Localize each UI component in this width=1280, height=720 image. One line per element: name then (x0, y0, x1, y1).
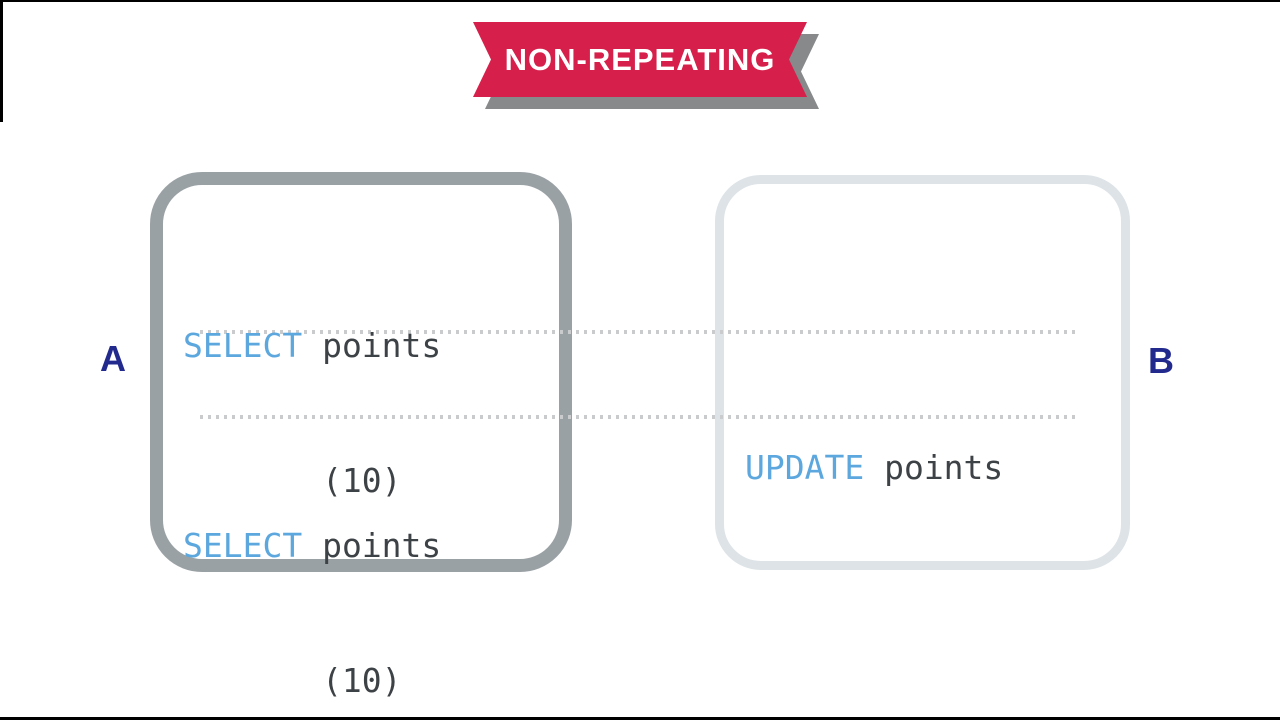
letterbox-left (0, 0, 3, 122)
sql-statement-select-1: SELECT points (10) (183, 233, 441, 593)
sql-statement-select-2: SELECT points (10) (183, 433, 441, 720)
sql-result: (10) (322, 461, 402, 500)
letterbox-bottom (0, 717, 1280, 720)
sql-keyword: SELECT (183, 526, 303, 565)
dotted-line-1 (200, 330, 1080, 334)
letterbox-top (0, 0, 1280, 2)
dotted-line-2 (200, 415, 1080, 419)
ribbon-shape (473, 22, 807, 97)
sql-line: UPDATE points (745, 445, 1003, 490)
transaction-a-label: A (100, 338, 126, 379)
banner-title: NON-REPEATING (504, 41, 776, 77)
sql-result: (10) (322, 661, 402, 700)
sql-line: SELECT points (183, 523, 441, 568)
ribbon-banner (473, 22, 819, 109)
sql-target: points (322, 526, 442, 565)
sql-line: SELECT points (183, 323, 441, 368)
transaction-b-box (715, 175, 1130, 570)
sql-keyword: UPDATE (745, 448, 865, 487)
transaction-a-box (150, 172, 572, 572)
transaction-b-label: B (1148, 340, 1174, 381)
sql-target: points (884, 448, 1004, 487)
sql-target: points (322, 326, 442, 365)
sql-statement-update: UPDATE points (745, 355, 1003, 580)
sql-keyword: SELECT (183, 326, 303, 365)
